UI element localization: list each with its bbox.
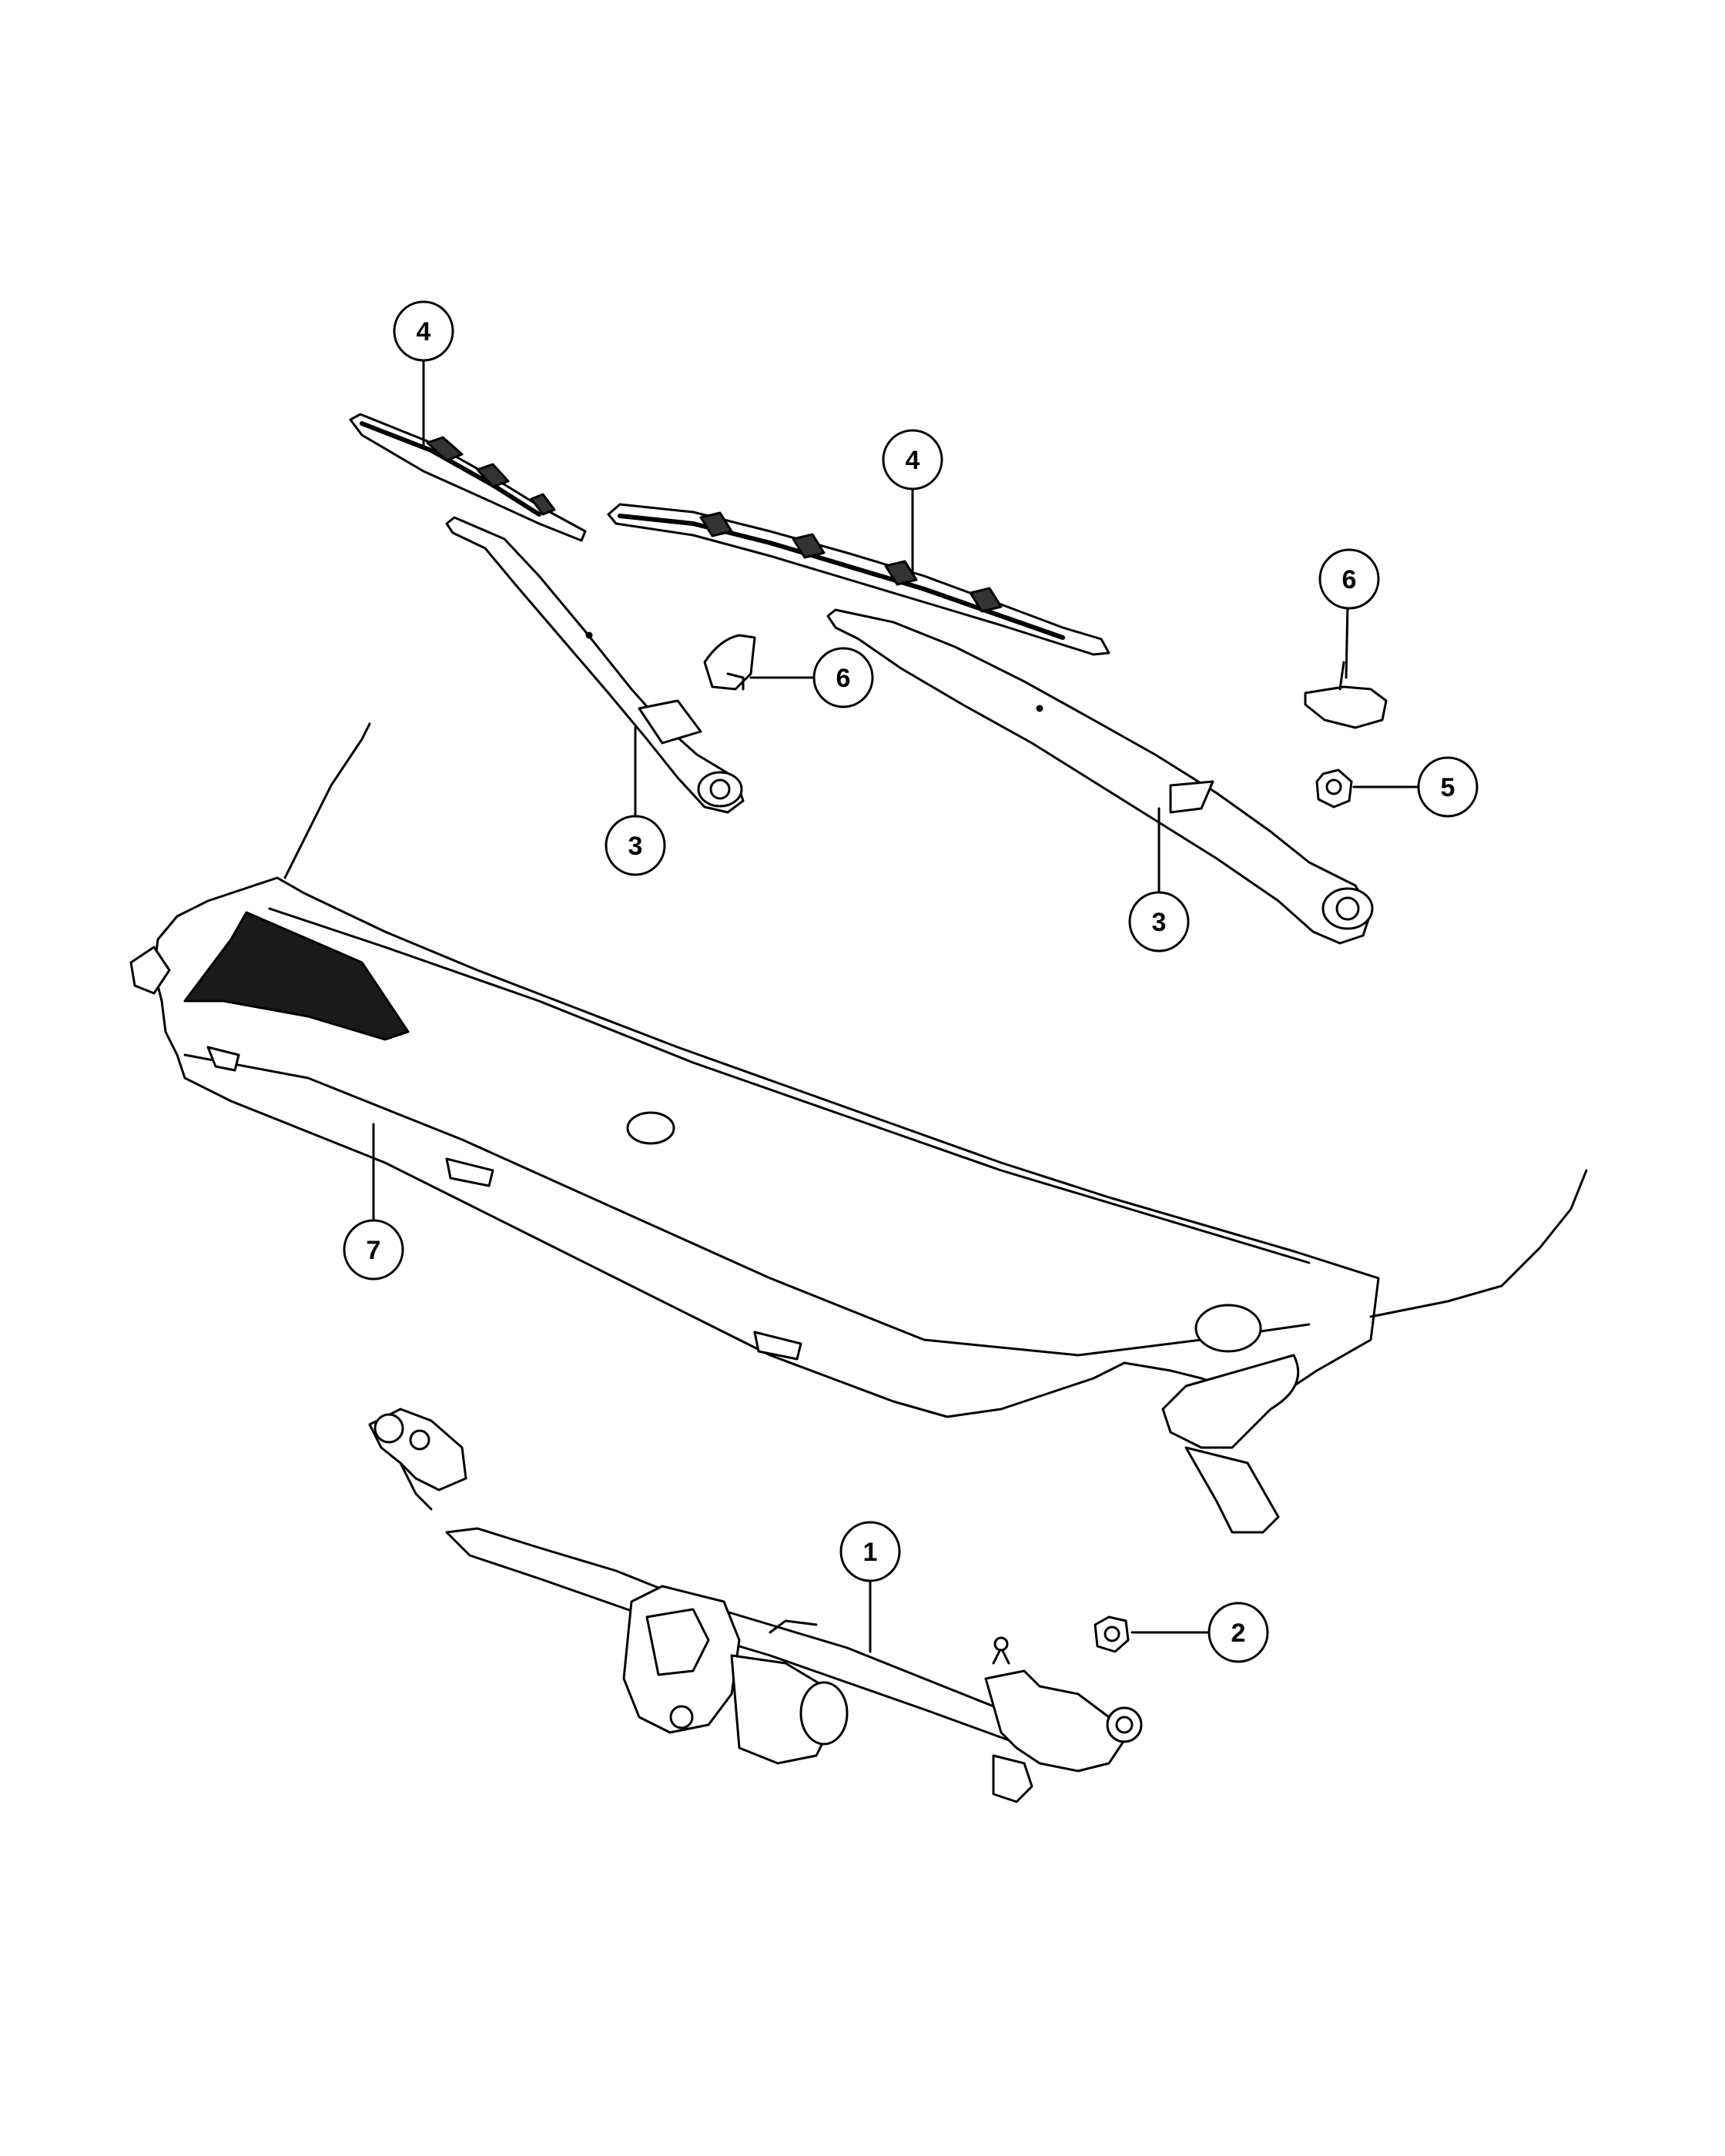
pivot-cap-right	[1304, 661, 1388, 729]
svg-text:6: 6	[1342, 565, 1357, 594]
callout-linkage: 1	[839, 1521, 901, 1582]
svg-text:3: 3	[1152, 908, 1167, 937]
callout-arm-left: 3	[605, 815, 666, 876]
svg-text:7: 7	[367, 1236, 381, 1265]
callout-cowl: 7	[343, 1219, 404, 1281]
callout-blade-right: 4	[882, 429, 943, 490]
wiper-linkage-motor	[368, 1408, 1143, 1803]
callout-nut-5: 5	[1417, 756, 1479, 818]
callout-blade-left: 4	[393, 300, 454, 362]
callout-cap-center: 6	[812, 647, 874, 708]
wiper-blade-right	[607, 503, 1110, 656]
svg-text:4: 4	[417, 317, 431, 346]
svg-text:5: 5	[1441, 773, 1455, 802]
svg-text:6: 6	[836, 664, 851, 693]
wiper-arm-right	[826, 608, 1374, 945]
svg-text:1: 1	[863, 1538, 878, 1567]
cowl-panel	[129, 722, 1588, 1534]
callout-cap-right: 6	[1318, 548, 1380, 610]
callout-nut-2: 2	[1208, 1602, 1269, 1663]
wiper-arm-left	[445, 516, 745, 814]
pivot-nut	[1315, 768, 1353, 808]
mounting-nut	[1094, 1615, 1130, 1653]
svg-text:3: 3	[628, 832, 643, 861]
pivot-cap-center	[703, 634, 756, 691]
wiper-blade-left	[349, 413, 587, 542]
callout-arm-right: 3	[1128, 891, 1190, 952]
leader-lines	[372, 360, 1419, 1653]
svg-text:4: 4	[906, 446, 920, 475]
svg-text:2: 2	[1231, 1619, 1246, 1648]
